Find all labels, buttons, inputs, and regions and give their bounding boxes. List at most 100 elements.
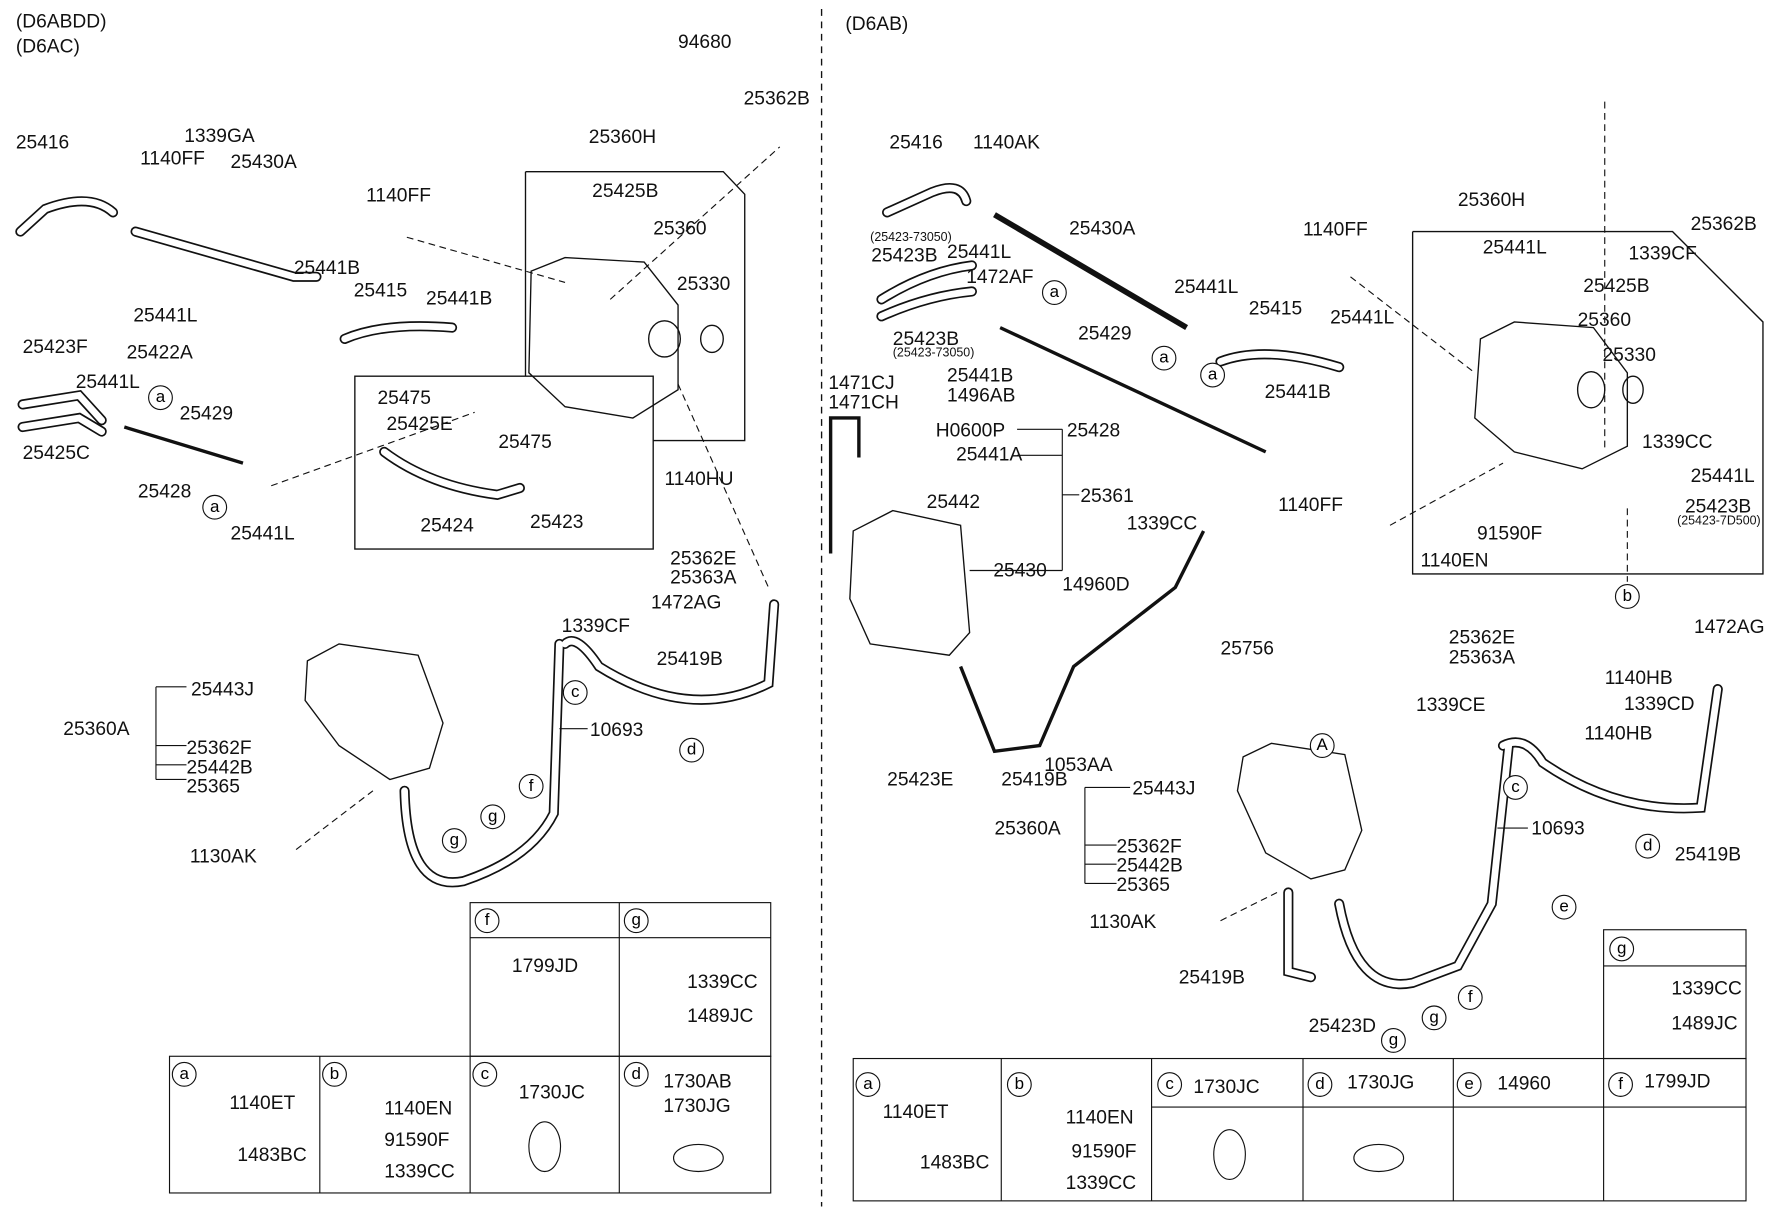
part-label[interactable]: 25441B [1264, 381, 1331, 403]
legend-part-label[interactable]: 1339CC [1065, 1172, 1137, 1194]
part-label[interactable]: 25365 [186, 775, 240, 798]
part-label[interactable]: 25430A [230, 150, 297, 173]
part-label[interactable]: 1140HU [664, 468, 734, 490]
part-label[interactable]: 25425C [22, 442, 90, 464]
part-label[interactable]: 25416 [889, 131, 943, 154]
legend-part-label[interactable]: 91590F [1071, 1140, 1137, 1162]
part-label[interactable]: 1140EN [1420, 549, 1489, 572]
legend-part-label[interactable]: 91590F [384, 1129, 450, 1151]
part-label[interactable]: 25419B [1001, 768, 1068, 791]
part-label[interactable]: 1339CF [1628, 242, 1697, 264]
part-label[interactable]: 25419B [1674, 843, 1742, 865]
part-label[interactable]: 25422A [126, 341, 193, 364]
part-label[interactable]: 25475 [498, 430, 552, 453]
part-label[interactable]: 25415 [353, 279, 408, 302]
part-label[interactable]: 25425E [386, 412, 453, 435]
part-label[interactable]: 25423B [892, 328, 960, 350]
legend-part-label[interactable]: 1730JC [518, 1081, 585, 1104]
part-label[interactable]: 25428 [137, 480, 192, 503]
part-label[interactable]: 25423D [1308, 1015, 1376, 1037]
part-label[interactable]: 25415 [1248, 297, 1303, 320]
part-label[interactable]: 1130AK [189, 845, 257, 868]
part-label[interactable]: 1140HB [1584, 722, 1653, 744]
legend-part-label[interactable]: 1339CC [384, 1160, 455, 1183]
legend-part-label[interactable]: 1339CC [687, 970, 758, 993]
part-label[interactable]: 1140FF [140, 147, 205, 169]
part-label[interactable]: 25425B [592, 180, 659, 202]
part-label[interactable]: 25419B [656, 647, 723, 670]
part-label[interactable]: 1140FF [1303, 218, 1368, 241]
part-label[interactable]: 25360A [994, 817, 1061, 839]
part-label[interactable]: 25429 [1078, 322, 1132, 344]
part-label[interactable]: 25360H [1457, 189, 1526, 211]
legend-part-label[interactable]: 14960 [1497, 1072, 1551, 1095]
part-label[interactable]: 25441B [947, 364, 1014, 386]
part-label[interactable]: 25442 [926, 490, 981, 513]
part-label[interactable]: 1472AF [966, 266, 1034, 288]
part-label[interactable]: 25416 [15, 131, 70, 154]
part-label[interactable]: 25442B [186, 756, 253, 778]
part-label[interactable]: 25423 [530, 511, 584, 533]
part-label[interactable]: 1472AG [650, 591, 722, 613]
part-label[interactable]: 25423B [1684, 495, 1752, 517]
part-label[interactable]: H0600P [935, 419, 1006, 442]
part-label[interactable]: 25423E [887, 768, 954, 791]
part-label[interactable]: 1496AB [947, 384, 1016, 407]
part-label[interactable]: 1339CC [1126, 512, 1198, 534]
part-label[interactable]: 25475 [377, 386, 431, 409]
legend-part-label[interactable]: 1140ET [882, 1100, 949, 1123]
part-label[interactable]: 25362F [1116, 835, 1182, 857]
part-label[interactable]: 25441L [133, 304, 198, 326]
part-label[interactable]: 25330 [676, 272, 731, 295]
part-label[interactable]: 25756 [1220, 637, 1274, 660]
legend-part-label[interactable]: 1483BC [237, 1143, 307, 1166]
part-label[interactable]: 25428 [1066, 419, 1121, 442]
part-label[interactable]: 25441B [293, 257, 361, 279]
part-label[interactable]: 94680 [678, 31, 732, 53]
part-label[interactable]: 25442B [1116, 854, 1183, 877]
part-label[interactable]: 1053AA [1044, 754, 1113, 776]
part-label[interactable]: 25365 [1116, 873, 1170, 896]
part-label[interactable]: 25360 [653, 217, 707, 239]
part-label[interactable]: 25441L [230, 522, 295, 544]
legend-part-label[interactable]: 1140EN [384, 1097, 453, 1119]
part-label[interactable]: 25430A [1069, 217, 1136, 239]
part-label[interactable]: 10693 [589, 719, 644, 741]
legend-part-label[interactable]: 1730JG [663, 1095, 731, 1117]
part-label[interactable]: 25441L [1174, 276, 1239, 298]
part-label[interactable]: 25362E [670, 547, 737, 569]
part-label[interactable]: 25423B [871, 244, 938, 267]
part-label[interactable]: 14960D [1062, 573, 1130, 595]
legend-part-label[interactable]: 1730JC [1193, 1076, 1260, 1098]
part-label[interactable]: 25424 [420, 514, 474, 537]
part-label[interactable]: 25360 [1577, 308, 1632, 331]
part-label[interactable]: 1471CJ [828, 372, 895, 394]
part-label[interactable]: 25441L [947, 241, 1012, 263]
part-label[interactable]: 25441L [1330, 306, 1395, 329]
part-label[interactable]: 1339CD [1623, 693, 1695, 715]
part-label[interactable]: 25425B [1583, 275, 1650, 297]
part-label[interactable]: 25419B [1178, 966, 1245, 988]
part-label[interactable]: 25363A [1448, 646, 1516, 669]
part-label[interactable]: 25441L [75, 371, 140, 393]
legend-part-label[interactable]: 1483BC [919, 1151, 990, 1174]
part-label[interactable]: 1339GA [184, 124, 255, 147]
part-label[interactable]: 25441A [956, 443, 1023, 465]
part-label[interactable]: 25443J [190, 678, 255, 700]
part-label[interactable]: 25362F [186, 737, 252, 759]
part-label[interactable]: 25441L [1690, 464, 1755, 487]
legend-part-label[interactable]: 1799JD [1644, 1070, 1711, 1092]
part-label[interactable]: 1339CE [1416, 694, 1486, 716]
part-label[interactable]: 25363A [670, 566, 737, 589]
legend-part-label[interactable]: 1140EN [1065, 1106, 1134, 1129]
part-label[interactable]: 1140AK [973, 131, 1040, 154]
part-label[interactable]: 25362E [1448, 626, 1516, 648]
part-label[interactable]: 25441B [426, 287, 493, 309]
part-label[interactable]: 25441L [1482, 236, 1547, 259]
legend-part-label[interactable]: 1730JG [1347, 1071, 1415, 1093]
part-label[interactable]: 1140HB [1604, 667, 1673, 689]
legend-part-label[interactable]: 1489JC [1671, 1012, 1738, 1035]
part-label[interactable]: 25362B [743, 87, 810, 110]
legend-part-label[interactable]: 1730AB [663, 1070, 732, 1092]
part-label[interactable]: 25362B [1690, 212, 1757, 235]
